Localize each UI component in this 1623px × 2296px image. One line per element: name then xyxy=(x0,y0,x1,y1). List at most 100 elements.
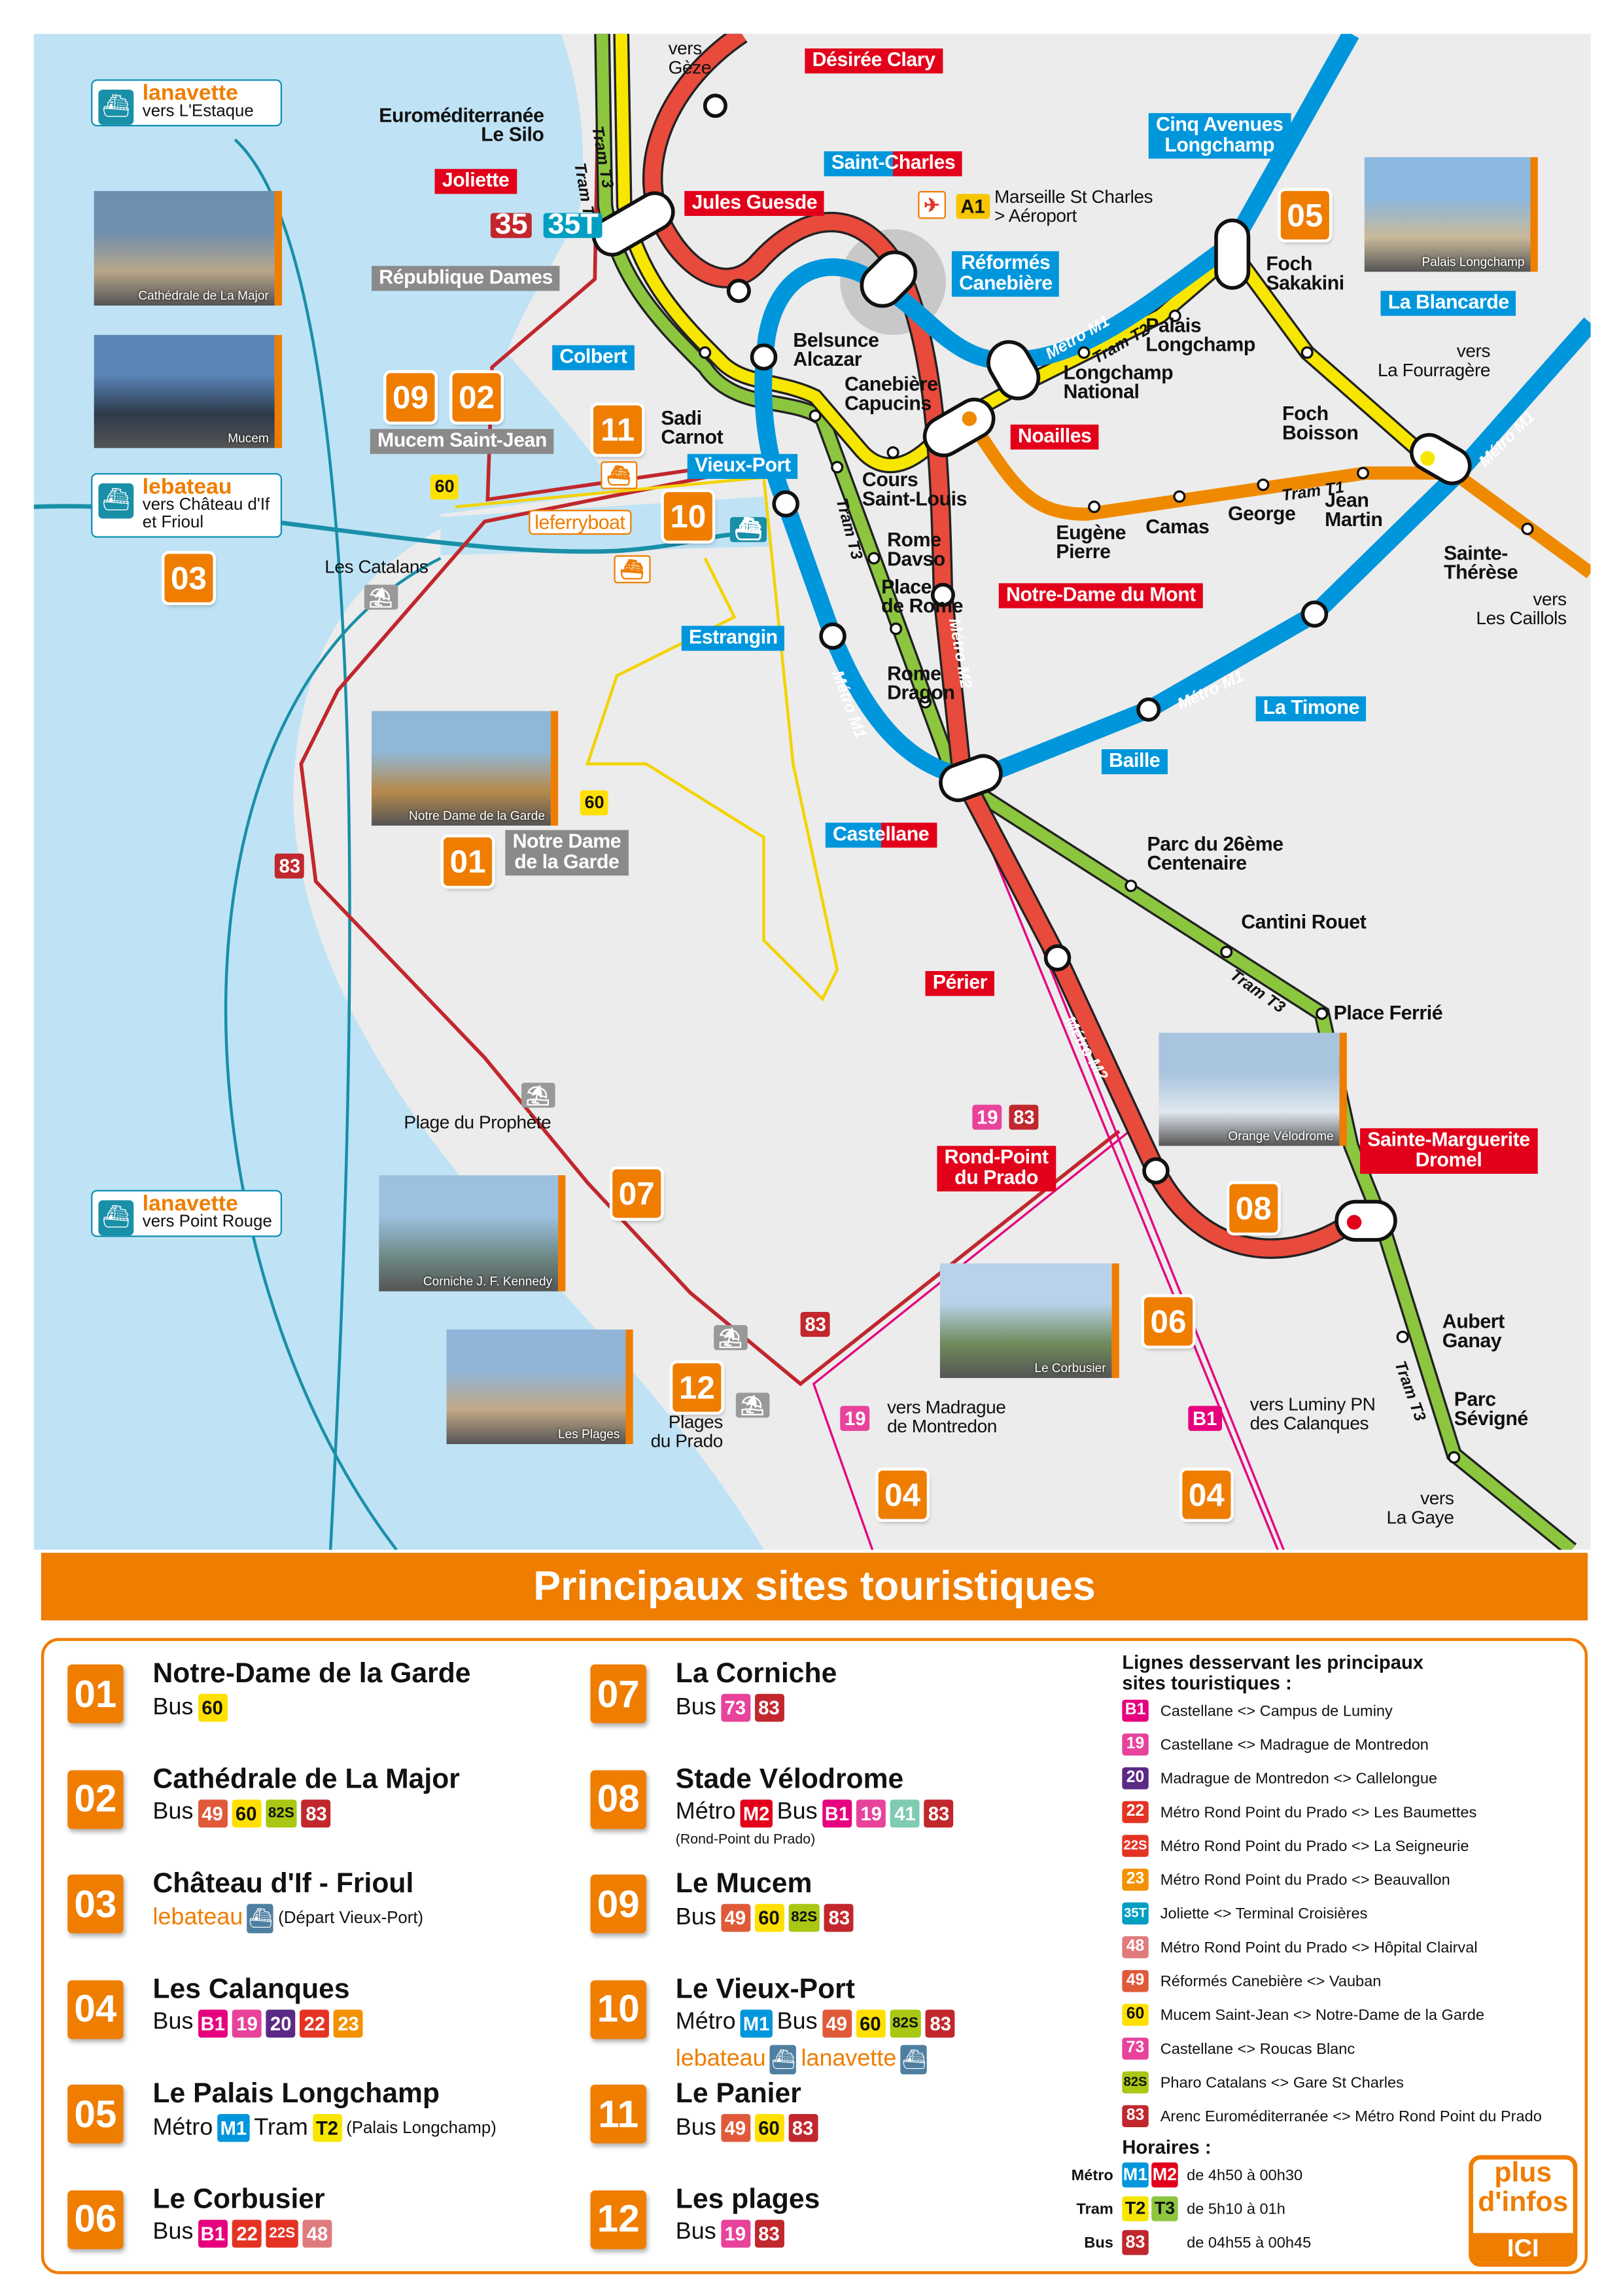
station-noailles[interactable] xyxy=(918,393,1000,463)
line-description: Castellane <> Campus de Luminy xyxy=(1160,1702,1393,1720)
label-camas[interactable]: Camas xyxy=(1145,516,1210,538)
site-marker-01[interactable]: 01 xyxy=(444,837,493,886)
site-marker-07[interactable]: 07 xyxy=(612,1169,661,1218)
station-cinq-avenues[interactable] xyxy=(1214,218,1251,290)
label-euromed[interactable]: Euroméditerranée Le Silo xyxy=(379,104,544,146)
photo-caption: Mucem xyxy=(228,430,269,446)
site-marker-05[interactable]: 05 xyxy=(1280,190,1329,239)
site-marker-12[interactable]: 12 xyxy=(672,1363,722,1412)
label-madrague[interactable]: vers Madrague de Montredon xyxy=(887,1397,1006,1437)
site-marker-09[interactable]: 09 xyxy=(386,373,435,422)
label-nd-mont[interactable]: Notre-Dame du Mont xyxy=(998,583,1204,609)
label-jean-martin[interactable]: Jean Martin xyxy=(1325,489,1383,531)
line-badge-35t: 35T xyxy=(1122,1902,1149,1925)
label-parc-sevigne[interactable]: Parc Sévigné xyxy=(1454,1388,1529,1430)
label-castellane[interactable]: Castellane xyxy=(825,822,937,848)
label-vers-geze[interactable]: vers Gèze xyxy=(668,38,712,78)
label-ferryboat[interactable]: leferryboat xyxy=(529,510,631,535)
navette-pointrouge-route xyxy=(224,557,442,1550)
station-jules-guesde[interactable] xyxy=(726,279,751,304)
label-foch-sakakini[interactable]: Foch Sakakini xyxy=(1266,253,1344,294)
photo-mucem: Mucem xyxy=(94,334,283,448)
site-marker-04[interactable]: 04 xyxy=(1182,1470,1231,1519)
label-catalans[interactable]: Les Catalans xyxy=(324,556,428,578)
station-timone[interactable] xyxy=(1300,600,1329,628)
label-parc26[interactable]: Parc du 26ème Centenaire xyxy=(1147,833,1284,874)
station-perier[interactable] xyxy=(1043,944,1072,972)
label-luminy[interactable]: vers Luminy PN des Calanques xyxy=(1249,1394,1376,1434)
site-marker-04[interactable]: 04 xyxy=(878,1470,927,1519)
label-plages-prado[interactable]: Plages du Prado xyxy=(650,1411,724,1452)
station-colbert[interactable] xyxy=(750,343,778,371)
label-noailles[interactable]: Noailles xyxy=(1010,424,1099,450)
label-place-ferrie[interactable]: Place Ferrié xyxy=(1333,1002,1443,1024)
label-desiree-clary[interactable]: Désirée Clary xyxy=(805,48,943,74)
label-rome-davso[interactable]: Rome Davso xyxy=(887,529,945,571)
station-vieux-port[interactable] xyxy=(772,490,799,518)
label-aeroport[interactable]: Marseille St Charles > Aéroport xyxy=(994,186,1153,226)
label-longchamp-national[interactable]: Longchamp National xyxy=(1063,361,1174,403)
more-info-button[interactable]: plus d'infos ICI xyxy=(1469,2155,1578,2267)
station-rond-point[interactable] xyxy=(1142,1157,1170,1185)
station-joliette[interactable] xyxy=(587,186,680,261)
site-marker-02[interactable]: 02 xyxy=(452,373,501,422)
site-marker-08[interactable]: 08 xyxy=(1229,1184,1278,1233)
label-estrangin[interactable]: Estrangin xyxy=(681,626,785,651)
station-saint-charles[interactable] xyxy=(853,244,924,315)
label-cantini[interactable]: Cantini Rouet xyxy=(1241,911,1367,933)
label-george[interactable]: George xyxy=(1227,502,1296,525)
label-baille[interactable]: Baille xyxy=(1101,749,1168,775)
label-reformes[interactable]: Réformés Canebière xyxy=(951,251,1060,297)
label-la-gaye[interactable]: vers La Gaye xyxy=(1386,1488,1454,1528)
label-sadi-carnot[interactable]: Sadi Carnot xyxy=(661,406,724,448)
label-aubert-ganay[interactable]: Aubert Ganay xyxy=(1442,1310,1505,1352)
label-capucins[interactable]: Canebière Capucins xyxy=(844,373,938,415)
station-ste-marguerite[interactable] xyxy=(1335,1199,1397,1242)
label-perier[interactable]: Périer xyxy=(925,971,995,997)
label-saint-charles[interactable]: Saint-Charles xyxy=(824,151,963,177)
station-estrangin[interactable] xyxy=(819,622,846,650)
label-cinq-avenues[interactable]: Cinq Avenues Longchamp xyxy=(1148,113,1291,159)
station-nd-mont[interactable] xyxy=(930,582,955,607)
label-jules-guesde[interactable]: Jules Guesde xyxy=(684,190,825,217)
more-info-ici[interactable]: ICI xyxy=(1473,2233,1573,2263)
label-blancarde[interactable]: La Blancarde xyxy=(1380,291,1516,316)
station-castellane[interactable] xyxy=(935,751,1005,805)
label-palais-longchamp[interactable]: Palais Longchamp xyxy=(1145,314,1255,356)
label-cours-st-louis[interactable]: Cours Saint-Louis xyxy=(862,468,968,510)
label-fourragere[interactable]: vers La Fourragère xyxy=(1377,340,1491,381)
label-republique[interactable]: République Dames xyxy=(372,266,561,291)
label-prophete[interactable]: Plage du Prophète xyxy=(404,1112,551,1133)
line-badge-49: 49 xyxy=(1122,1969,1149,1992)
station-reformes[interactable] xyxy=(981,334,1046,406)
label-belsunce[interactable]: Belsunce Alcazar xyxy=(793,328,879,370)
station-desiree-clary[interactable] xyxy=(703,94,727,118)
site-marker-11[interactable]: 11 xyxy=(593,405,642,454)
site-marker-10[interactable]: 10 xyxy=(663,492,712,541)
label-colbert[interactable]: Colbert xyxy=(552,345,635,370)
line-description: Métro Rond Point du Prado <> Les Baumett… xyxy=(1160,1803,1477,1821)
label-ndg[interactable]: Notre Dame de la Garde xyxy=(505,830,629,876)
label-foch-boisson[interactable]: Foch Boisson xyxy=(1282,402,1359,444)
label-ste-marguerite[interactable]: Sainte-Marguerite Dromel xyxy=(1360,1128,1537,1174)
label-rome-dragon[interactable]: Rome Dragon xyxy=(887,662,955,704)
label-ste-therese[interactable]: Sainte- Thérèse xyxy=(1444,542,1518,584)
photo-caption: Orange Vélodrome xyxy=(1228,1128,1334,1143)
label-vieux-port[interactable]: Vieux-Port xyxy=(687,453,798,479)
label-eugene-pierre[interactable]: Eugène Pierre xyxy=(1056,521,1126,563)
boat-icon: ⛴ xyxy=(98,89,134,125)
site-marker-06[interactable]: 06 xyxy=(1144,1297,1193,1346)
label-rond-point[interactable]: Rond-Point du Prado xyxy=(937,1146,1056,1192)
site-marker-03[interactable]: 03 xyxy=(164,554,213,603)
station-baille[interactable] xyxy=(1136,697,1161,722)
label-caillols[interactable]: vers Les Caillols xyxy=(1476,589,1567,629)
label-timone[interactable]: La Timone xyxy=(1255,696,1367,722)
station-blancarde[interactable] xyxy=(1405,429,1476,490)
label-mucem[interactable]: Mucem Saint-Jean xyxy=(370,429,555,454)
label-joliette[interactable]: Joliette xyxy=(434,169,517,194)
label-place-rome[interactable]: Place de Rome xyxy=(881,576,964,617)
